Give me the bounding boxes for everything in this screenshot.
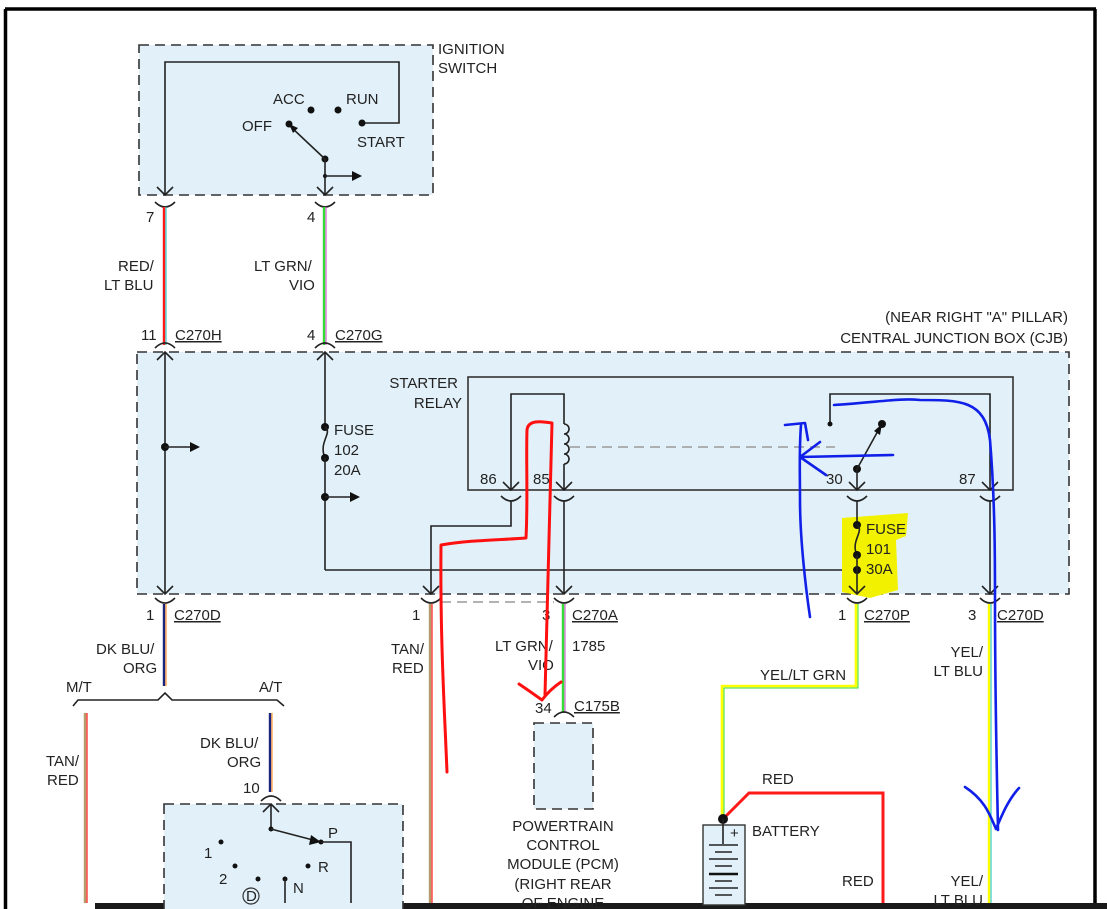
range-1: 1	[204, 845, 212, 862]
cjb-label: CENTRAL JUNCTION BOX (CJB)	[840, 330, 1068, 347]
fuse-101-label: FUSE	[866, 521, 906, 538]
range-n: N	[293, 880, 304, 897]
fuse-102-number: 102	[334, 442, 359, 459]
wire-label-org-at: ORG	[227, 754, 261, 771]
pcm-label-1: POWERTRAIN	[512, 818, 613, 835]
pin-c270d-left: 1	[146, 607, 154, 624]
range-p: P	[328, 825, 338, 842]
pos-start: START	[357, 134, 405, 151]
battery-plus: +	[730, 825, 739, 842]
wire-tan-red	[428, 604, 433, 903]
pcm-label-2: CONTROL	[526, 837, 599, 854]
wire-label-red: RED/	[118, 258, 155, 275]
pin-c270-tan: 1	[412, 607, 420, 624]
wire-label-ltblu-right: LT BLU	[934, 663, 983, 680]
wire-label-dkblu: DK BLU/	[96, 641, 155, 658]
wire-label-ltblu-bottom: LT BLU	[934, 892, 983, 909]
relay-pin-85: 85	[533, 471, 550, 488]
branch-mt: M/T	[66, 679, 92, 696]
pos-acc: ACC	[273, 91, 305, 108]
ignition-switch-label-1: IGNITION	[438, 41, 505, 58]
cjb-location: (NEAR RIGHT "A" PILLAR)	[885, 309, 1068, 326]
wire-label-yel-bottom: YEL/	[950, 873, 983, 890]
starter-relay-label-2: RELAY	[414, 395, 462, 412]
central-junction-box: FUSE 102 20A STARTER RELAY 86 85 30 87	[136, 350, 1070, 598]
pin-ign-7: 7	[146, 209, 154, 226]
red-ink-annotation	[439, 420, 563, 774]
wire-label-red-mt: RED	[47, 772, 79, 789]
relay-pin-30: 30	[826, 471, 843, 488]
ignition-switch-label-2: SWITCH	[438, 60, 497, 77]
range-2: 2	[219, 871, 227, 888]
wire-label-ltgrn: LT GRN/	[254, 258, 313, 275]
wire-label-yel-ltgrn: YEL/LT GRN	[760, 667, 846, 684]
ignition-switch: IGNITION SWITCH ACC RUN OFF START	[138, 41, 505, 197]
connector-c270a: C270A	[572, 607, 618, 624]
connector-c175b: C175B	[574, 698, 620, 715]
pin-c270h: 11	[141, 327, 157, 344]
pos-run: RUN	[346, 91, 379, 108]
wire-label-ltgrn-pcm: LT GRN/	[495, 638, 554, 655]
connector-c270d-right: C270D	[997, 607, 1044, 624]
wire-label-ltblu: LT BLU	[104, 277, 153, 294]
wire-label-yel: YEL/	[950, 644, 983, 661]
pin-c270d-right: 3	[968, 607, 976, 624]
wire-label-red-right: RED	[842, 873, 874, 890]
pin-c270g: 4	[307, 327, 315, 344]
wire-dkblu-org	[162, 604, 167, 686]
blue-ink-annotation	[783, 398, 1021, 832]
connector-c270d-left: C270D	[174, 607, 221, 624]
pin-ign-4: 4	[307, 209, 315, 226]
range-r: R	[318, 859, 329, 876]
fuse-102-rating: 20A	[334, 462, 361, 479]
fuse-102-label: FUSE	[334, 422, 374, 439]
range-d: D	[246, 888, 257, 905]
pin-range-10: 10	[243, 780, 260, 797]
transmission-range-switch: P R N 1 2 D	[163, 802, 404, 909]
pin-c270p: 1	[838, 607, 846, 624]
wire-label-vio-pcm: VIO	[528, 657, 554, 674]
wire-label-dkblu-at: DK BLU/	[200, 735, 259, 752]
wire-label-org: ORG	[123, 660, 157, 677]
pcm-label-3: MODULE (PCM)	[507, 856, 619, 873]
wire-tan-red-mt	[83, 713, 88, 903]
pos-off: OFF	[242, 118, 272, 135]
starter-relay-label-1: STARTER	[389, 375, 458, 392]
connector-c270h: C270H	[175, 327, 222, 344]
wire-ltgrn-vio	[322, 207, 327, 345]
pcm-label-5: OF ENGINE	[522, 895, 605, 909]
battery-label: BATTERY	[752, 823, 820, 840]
pcm-label-4: (RIGHT REAR	[514, 876, 611, 893]
wire-yel-ltgrn	[720, 604, 859, 818]
wire-red-ltblu	[162, 207, 167, 345]
connector-c270g: C270G	[335, 327, 383, 344]
wire-yel-ltblu	[987, 604, 992, 903]
wire-label-tan: TAN/	[391, 641, 425, 658]
fuse-101-rating: 30A	[866, 561, 893, 578]
pcm-module: POWERTRAIN CONTROL MODULE (PCM) (RIGHT R…	[507, 722, 619, 909]
relay-pin-87: 87	[959, 471, 976, 488]
wire-label-red-tan: RED	[392, 660, 424, 677]
circuit-number-1785: 1785	[572, 638, 605, 655]
fuse-101-number: 101	[866, 541, 891, 558]
wire-ltgrn-vio-pcm	[561, 604, 566, 712]
relay-pin-86: 86	[480, 471, 497, 488]
connector-c270p: C270P	[864, 607, 910, 624]
wire-label-vio: VIO	[289, 277, 315, 294]
wire-label-tan-mt: TAN/	[46, 753, 80, 770]
branch-at: A/T	[259, 679, 282, 696]
battery: + BATTERY	[702, 791, 885, 906]
wire-dkblu-org-at	[268, 713, 273, 792]
wire-label-red-top: RED	[762, 771, 794, 788]
pin-c175b: 34	[535, 700, 552, 717]
